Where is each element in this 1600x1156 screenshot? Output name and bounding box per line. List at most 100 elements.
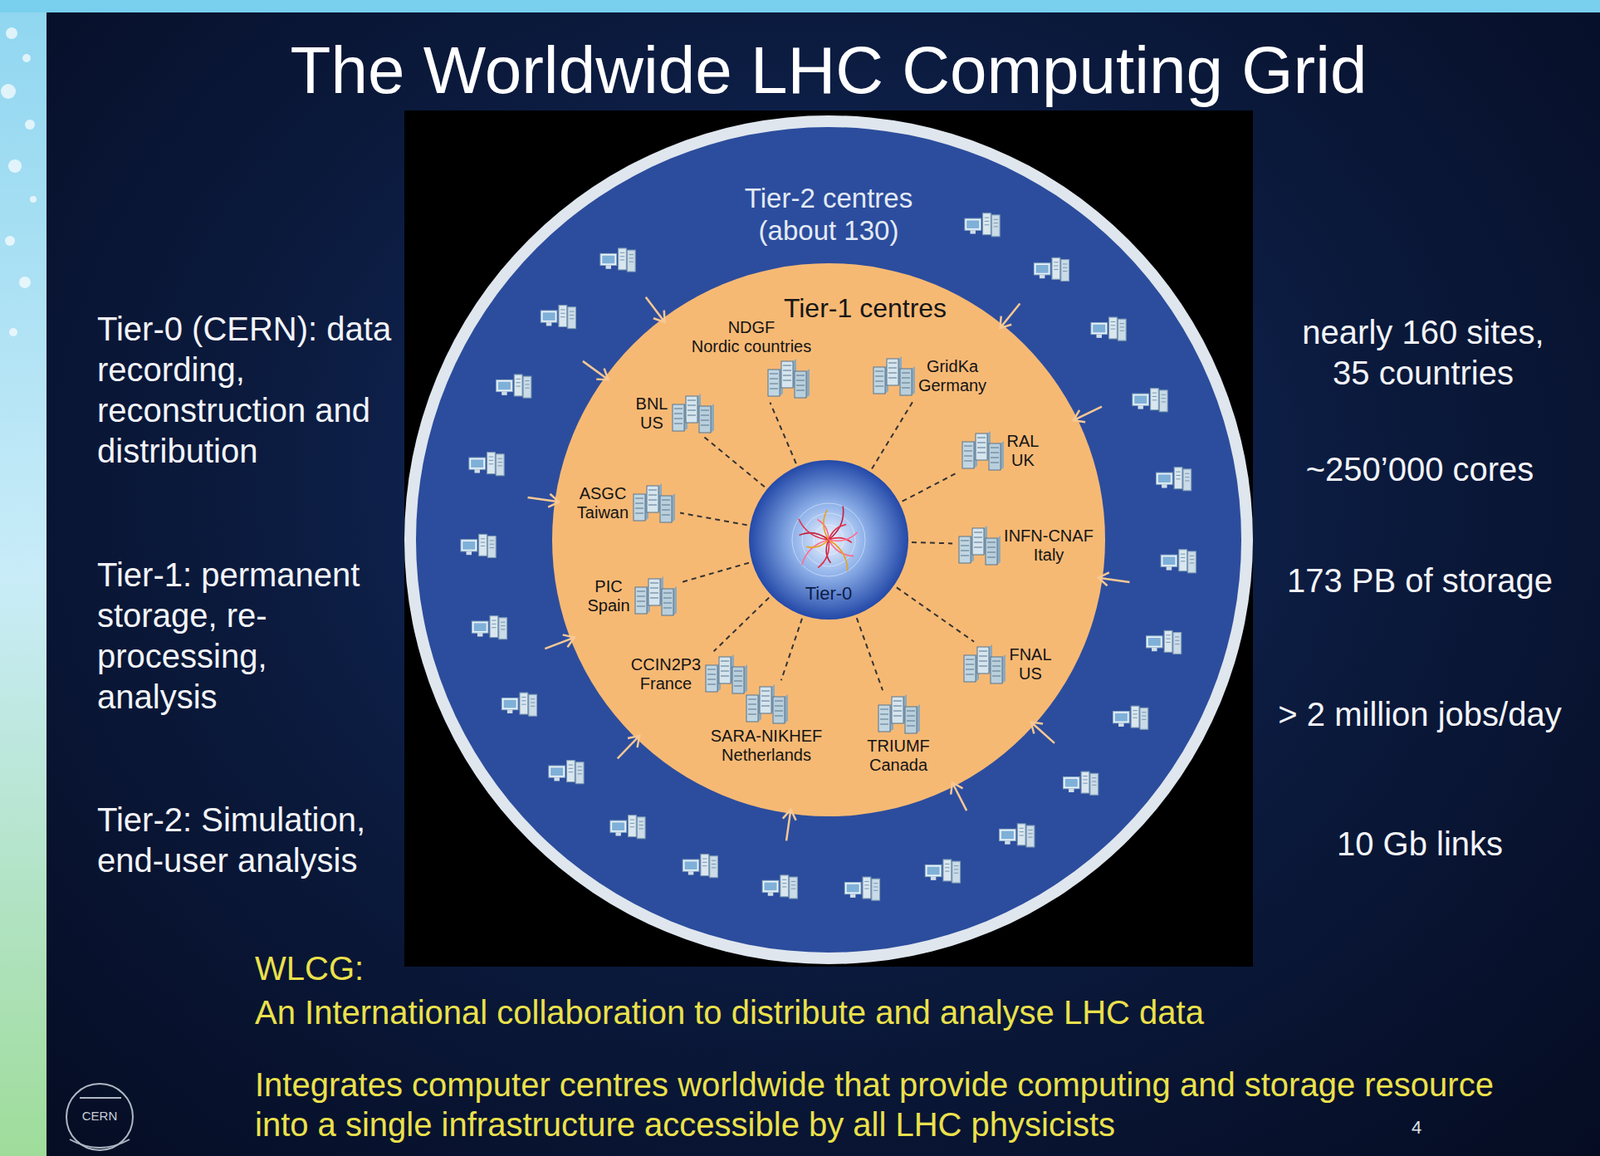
page-title: The Worldwide LHC Computing Grid (247, 33, 1410, 108)
outer-ring (404, 115, 1253, 964)
site-name: ASGC (577, 484, 629, 504)
grid-stat: nearly 160 sites, 35 countries (1290, 312, 1556, 394)
tier1-site: TRIUMFCanada (866, 693, 930, 775)
grid-stat-box: 10 Gb links (1262, 823, 1578, 865)
server-cluster-icon (764, 357, 812, 400)
server-cluster-icon (870, 355, 917, 397)
server-cluster-icon (630, 482, 677, 524)
tier-note: Tier-0 (CERN): data recording, reconstru… (97, 308, 413, 472)
tier1-site: INFN-CNAFItaly (955, 524, 1094, 567)
tier-note: Tier-1: permanent storage, re- processin… (97, 554, 380, 718)
site-label-group: ASGCTaiwan (577, 484, 629, 523)
site-label-group: NDGFNordic countries (691, 318, 813, 357)
site-name: SARA-NIKHEF (710, 726, 823, 746)
site-label-group: INFN-CNAFItaly (1003, 526, 1094, 565)
tier2-band (415, 127, 1242, 953)
side-strip (0, 0, 47, 1156)
grid-stat: ~250’000 cores (1262, 449, 1578, 490)
tier1-site: PICSpain (587, 575, 678, 617)
grid-stat: 10 Gb links (1262, 823, 1578, 865)
tier-note-box: Tier-2: Simulation, end-user analysis (97, 799, 413, 881)
disk-label: Tier-1 centres (757, 293, 974, 323)
site-name: NDGF (691, 318, 813, 338)
site-label-group: BNLUS (636, 394, 669, 433)
site-country: Italy (1003, 545, 1094, 565)
logo-text-box: CERN (78, 1108, 121, 1124)
summary-text: Integrates computer centres worldwide th… (254, 1064, 1501, 1145)
grid-stat: > 2 million jobs/day (1262, 694, 1578, 735)
cern-logo (66, 1083, 133, 1150)
tier1-site: GridKaGermany (870, 355, 987, 397)
site-label-group: PICSpain (587, 577, 630, 616)
summary-heading: WLCG: (254, 948, 588, 989)
grid-stat-box: nearly 160 sites, 35 countries (1290, 312, 1556, 394)
site-country: France (631, 674, 701, 694)
site-label-group: RALUK (1007, 431, 1040, 470)
server-cluster-icon (669, 392, 716, 435)
site-name: TRIUMF (866, 736, 930, 756)
site-name: GridKa (918, 357, 987, 377)
tier0-circle (748, 459, 909, 620)
grid-stat: 173 PB of storage (1262, 560, 1578, 602)
site-country: Taiwan (577, 503, 629, 523)
site-name: RAL (1007, 431, 1040, 451)
server-cluster-icon (960, 643, 1008, 686)
site-label-group: GridKaGermany (918, 357, 987, 396)
page-number-box: 4 (1411, 1116, 1437, 1139)
tier1-disk (552, 263, 1106, 817)
grid-stat-box: ~250’000 cores (1262, 449, 1578, 490)
collision-event (792, 503, 866, 577)
strip-bubbles (0, 27, 37, 337)
site-label-group: FNALUS (1008, 645, 1052, 684)
server-cluster-icon (631, 575, 679, 617)
tier0-core: Tier-0 (748, 459, 909, 620)
site-name: BNL (636, 394, 669, 414)
tier1-site: CCIN2P3France (631, 653, 749, 695)
tier-note-box: Tier-1: permanent storage, re- processin… (97, 554, 380, 718)
inflow-arrows (528, 297, 1131, 842)
site-country: Spain (587, 596, 630, 616)
site-country: UK (1007, 450, 1040, 470)
server-cluster-icon (702, 653, 749, 695)
site-country: Canada (866, 755, 930, 775)
ring-label: Tier-2 centres (about 130) (720, 181, 937, 247)
site-label-group: TRIUMFCanada (866, 736, 930, 775)
page-number: 4 (1411, 1116, 1437, 1139)
tier1-site: RALUK (959, 430, 1040, 472)
grid-stat-box: > 2 million jobs/day (1262, 694, 1578, 735)
tier2-ring: Tier-2 centres (about 130) Tier-1 centres… (404, 115, 1253, 964)
site-label-group: SARA-NIKHEFNetherlands (710, 726, 823, 765)
core-label: Tier-0 (748, 582, 909, 604)
site-label-group: CCIN2P3France (631, 655, 701, 694)
site-country: US (636, 413, 669, 433)
server-cluster-icon (743, 683, 790, 725)
tier-note: Tier-2: Simulation, end-user analysis (97, 799, 413, 881)
server-cluster-icon (959, 430, 1006, 472)
title-wrap: The Worldwide LHC Computing Grid (247, 33, 1410, 108)
tier1-disk: Tier-1 centresTier-0 NDGFNordic countries… (552, 263, 1106, 817)
tier1-site: NDGFNordic countries (691, 318, 813, 400)
tier1-site: FNALUS (960, 643, 1052, 686)
site-country: Nordic countries (691, 337, 813, 357)
tier1-site: SARA-NIKHEFNetherlands (710, 683, 823, 765)
diagram-panel (404, 110, 1253, 967)
summary-heading-box: WLCG: (254, 948, 588, 989)
server-cluster-icon (875, 693, 922, 735)
site-name: INFN-CNAF (1003, 526, 1094, 546)
tier1-site: BNLUS (636, 392, 717, 435)
tier2-icons (460, 213, 1196, 901)
site-name: CCIN2P3 (631, 655, 701, 675)
top-bar (0, 0, 1600, 13)
summary-text-box: An International collaboration to distri… (254, 992, 1551, 1033)
tier-note-box: Tier-0 (CERN): data recording, reconstru… (97, 308, 413, 472)
grid-stat-box: 173 PB of storage (1262, 560, 1578, 602)
site-name: FNAL (1008, 645, 1052, 665)
summary-text-box: Integrates computer centres worldwide th… (254, 1064, 1501, 1145)
site-country: Germany (918, 376, 987, 396)
tier1-site: ASGCTaiwan (577, 482, 677, 524)
logo-text: CERN (78, 1108, 121, 1124)
server-cluster-icon (955, 524, 1003, 567)
site-country: Netherlands (710, 745, 823, 765)
summary-text: An International collaboration to distri… (254, 992, 1551, 1033)
